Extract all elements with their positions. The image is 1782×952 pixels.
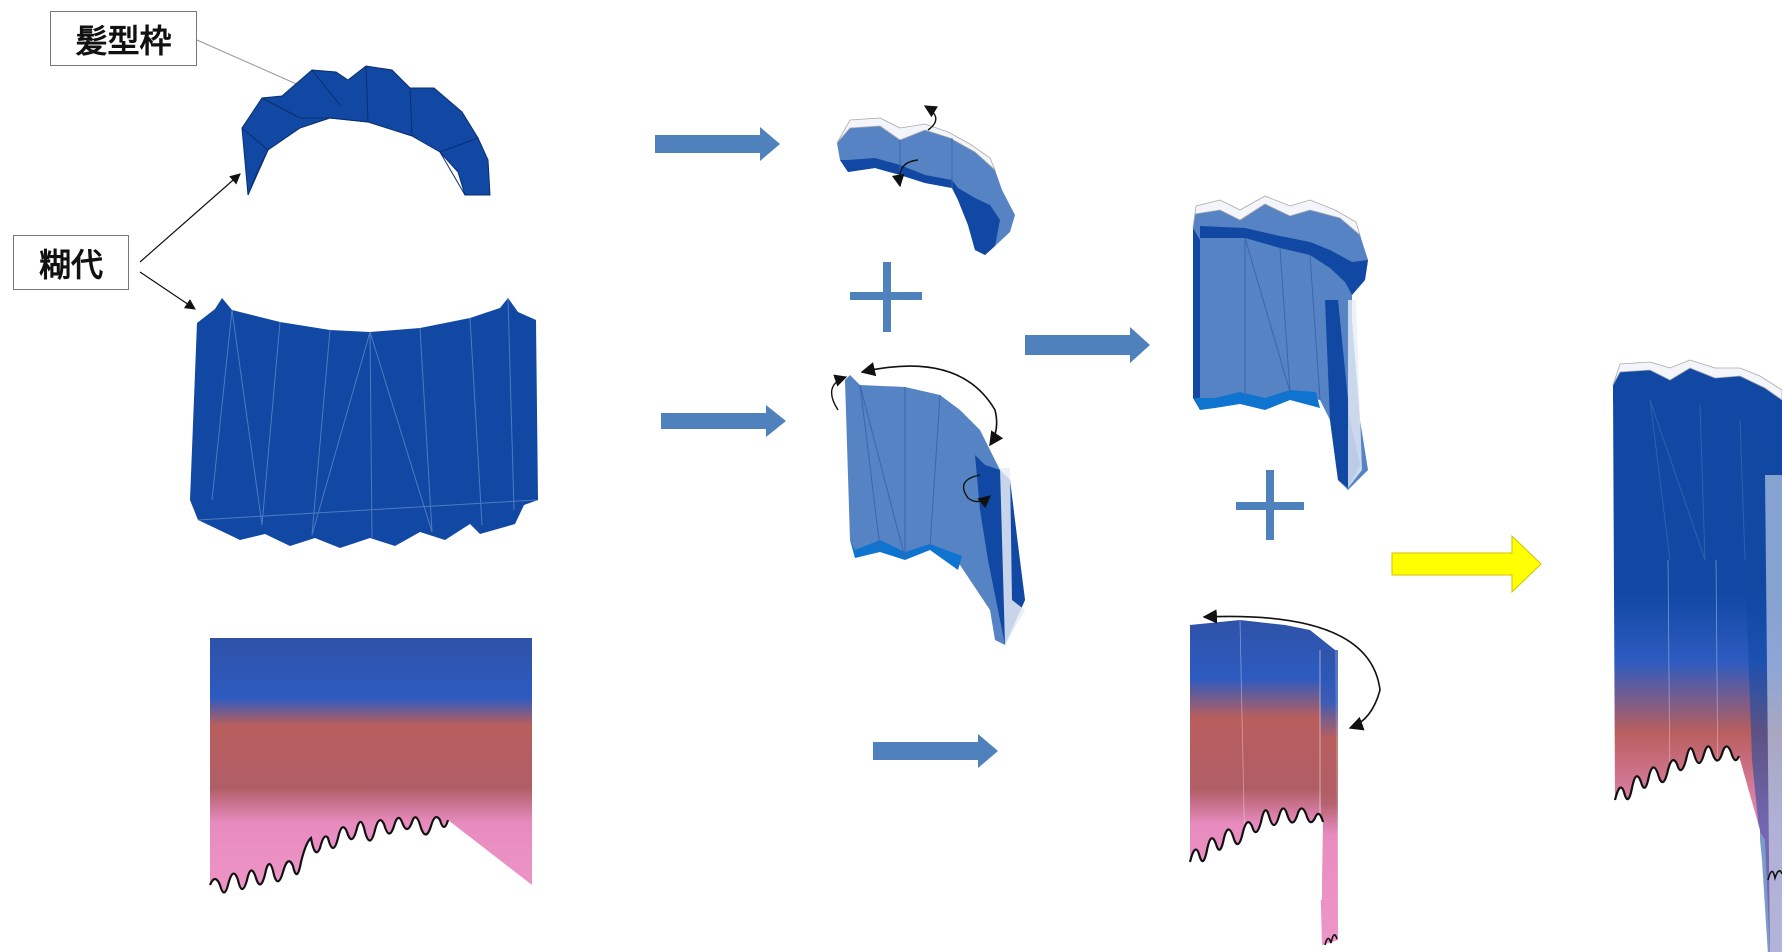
- step-arrow-bottom: [873, 734, 998, 768]
- step-arrow-middle: [661, 405, 786, 437]
- curved-hair-strip: [1190, 616, 1380, 945]
- hair-strip-piece: [210, 638, 532, 910]
- step-arrow-top: [655, 127, 780, 161]
- folded-crown-piece: [837, 106, 1015, 255]
- hair-frame-band-piece: [190, 298, 538, 548]
- final-arrow: [1392, 536, 1541, 592]
- assembled-frame: [1193, 196, 1368, 490]
- plus-sign-2: [1236, 470, 1304, 540]
- finished-wig: [1613, 360, 1782, 952]
- step-arrow-right: [1025, 327, 1150, 363]
- hair-frame-crown-piece: [242, 66, 490, 195]
- folded-band-piece: [832, 366, 1025, 645]
- plus-sign-1: [850, 262, 922, 332]
- leader-lines: [140, 40, 310, 309]
